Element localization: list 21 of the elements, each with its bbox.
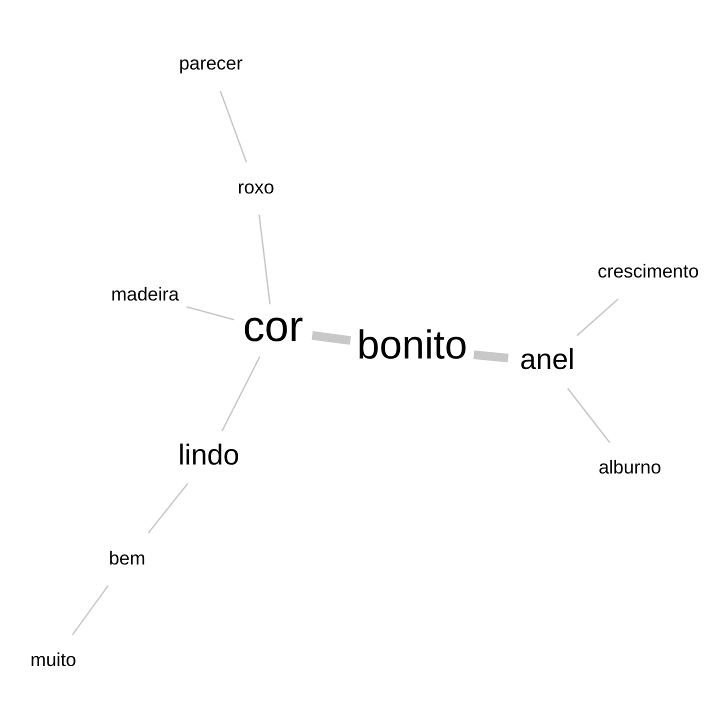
connector: [312, 331, 352, 345]
connector: [221, 356, 260, 432]
connector: [473, 350, 509, 362]
node-text: cor: [243, 303, 304, 352]
node-text: madeira: [111, 283, 179, 304]
connector: [576, 298, 619, 336]
node-text: parecer: [178, 52, 243, 74]
node-text: lindo: [178, 439, 240, 472]
connector: [567, 388, 610, 444]
node-text: roxo: [238, 176, 274, 198]
node-text: anel: [520, 344, 575, 376]
connector: [220, 90, 248, 162]
node-text: bonito: [357, 322, 468, 368]
connector: [72, 585, 109, 636]
node-text: bem: [108, 547, 146, 568]
node-text: alburno: [598, 456, 662, 478]
node-text: crescimento: [598, 260, 699, 282]
connector: [186, 306, 234, 320]
connector: [148, 483, 188, 534]
node-text: muito: [30, 649, 76, 670]
connector: [258, 214, 271, 304]
